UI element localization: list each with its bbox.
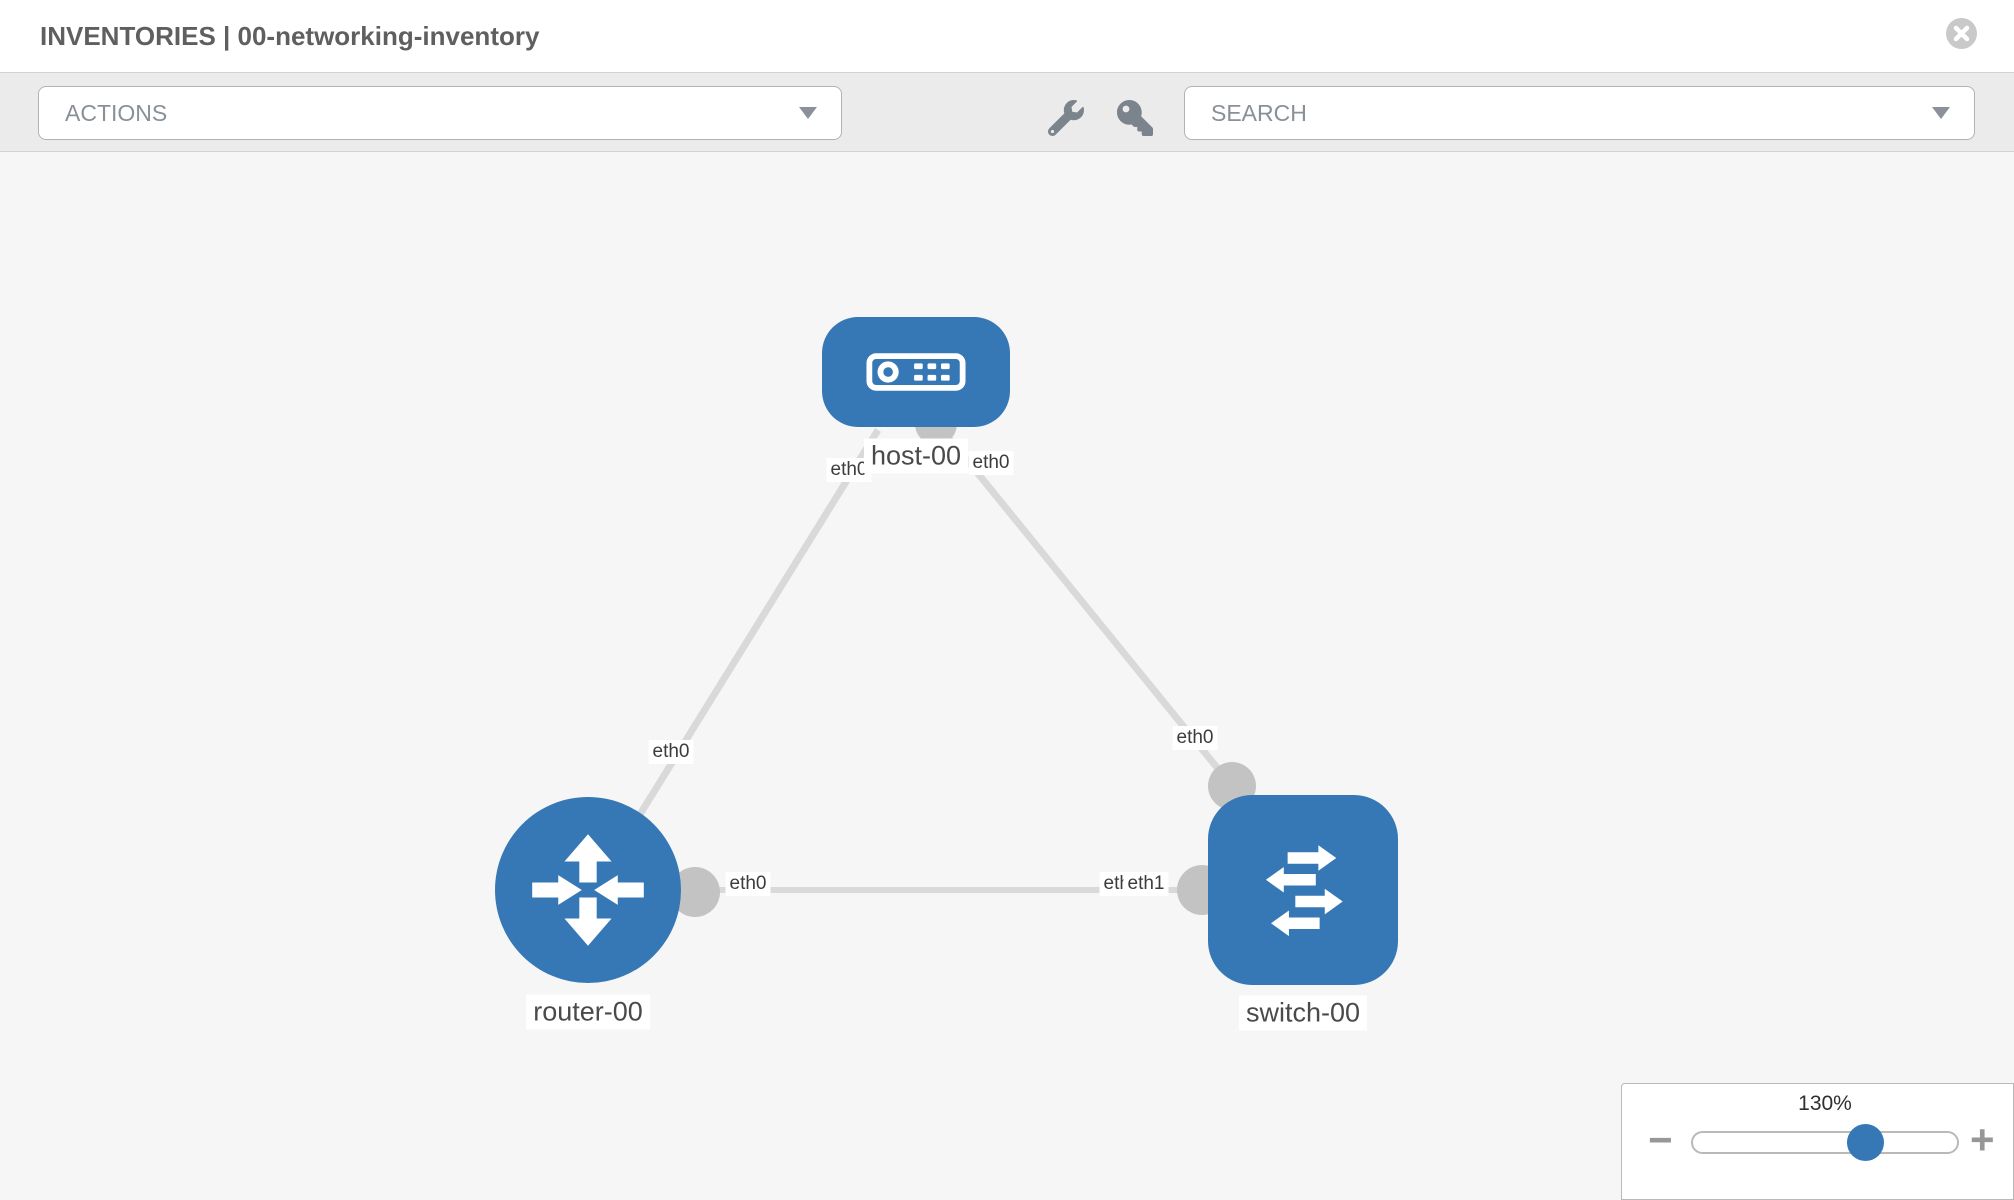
interface-label: eth0 [968, 451, 1014, 475]
header: INVENTORIES | 00-networking-inventory [0, 0, 2014, 72]
zoom-panel: 130% − + [1621, 1083, 2014, 1200]
search-dropdown-label: SEARCH [1211, 100, 1307, 126]
interface-label: eth0 [725, 872, 771, 896]
close-icon [1953, 25, 1970, 42]
wrench-icon [1048, 100, 1084, 136]
close-button[interactable] [1946, 18, 1977, 49]
search-dropdown[interactable]: SEARCH [1184, 86, 1975, 140]
actions-dropdown[interactable]: ACTIONS [38, 86, 842, 140]
chevron-down-icon [1932, 107, 1950, 119]
chevron-down-icon [799, 107, 817, 119]
links-layer [590, 419, 1300, 893]
link-host-router [592, 428, 881, 889]
configure-button[interactable] [1046, 98, 1086, 138]
zoom-slider[interactable] [1691, 1131, 1959, 1154]
router-arrows-icon [532, 834, 644, 946]
page-title: INVENTORIES | 00-networking-inventory [40, 21, 540, 51]
topology-canvas[interactable]: host-00 router-00 switch-00 eth0 eth0 et… [0, 152, 2014, 1200]
toolbar: ACTIONS SEARCH [0, 72, 2014, 152]
zoom-out-button[interactable]: − [1648, 1116, 1673, 1163]
server-icon [866, 353, 966, 391]
interface-label: eth0 [648, 740, 694, 764]
actions-dropdown-label: ACTIONS [65, 100, 168, 126]
node-host-00[interactable] [822, 317, 1010, 427]
zoom-level-value: 130% [1798, 1092, 1852, 1115]
zoom-slider-thumb[interactable] [1847, 1124, 1884, 1161]
node-switch-00[interactable] [1208, 795, 1398, 985]
node-label-switch: switch-00 [1238, 995, 1368, 1031]
interface-label: eth1 [1123, 872, 1169, 896]
node-label-router: router-00 [526, 994, 650, 1030]
node-router-00[interactable] [495, 797, 681, 983]
zoom-in-button[interactable]: + [1970, 1116, 1995, 1163]
key-icon [1117, 100, 1153, 136]
node-label-host: host-00 [863, 438, 969, 474]
credentials-button[interactable] [1115, 98, 1155, 138]
switch-arrows-icon [1265, 845, 1343, 937]
interface-label: eth0 [1172, 726, 1218, 750]
